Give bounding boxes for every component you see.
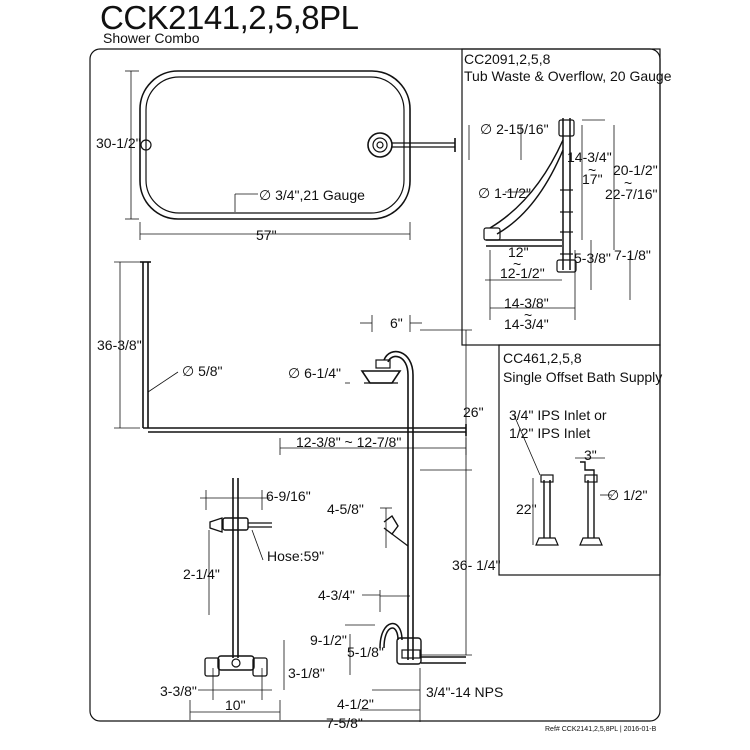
bath-supply-inlet-line2: 1/2" IPS Inlet <box>509 425 591 441</box>
enclosure-ring-inner <box>145 76 405 214</box>
dim-total-height-max: 22-7/16" <box>605 186 658 202</box>
dim-faucet-thread: 3/4"-14 NPS <box>426 684 504 700</box>
dim-enclosure-height: 30-1/2" <box>96 135 141 151</box>
dim-overflow-height-min: 14-3/4" <box>567 149 612 165</box>
dim-riser-tube: ∅ 5/8" <box>182 363 223 379</box>
dim-spout-offset: 5-1/8" <box>347 644 384 660</box>
page-title: CCK2141,2,5,8PL <box>100 0 359 36</box>
dim-supply-offset: 3" <box>584 447 597 463</box>
bath-supply-inlet-line1: 3/4" IPS Inlet or <box>509 407 607 423</box>
left-ring-bracket <box>140 139 152 151</box>
dim-width-min: 12" <box>508 244 529 260</box>
dim-approx-2: ~ <box>624 175 633 191</box>
dim-faucet-spread: 10" <box>225 697 246 713</box>
dim-tee-height-b: 7-1/8" <box>614 247 651 263</box>
dim-supply-height: 22" <box>516 501 537 517</box>
dim-riser-height: 36-3/8" <box>97 337 142 353</box>
dim-faucet-width-b: 3-1/8" <box>288 665 325 681</box>
dim-enclosure-tube: ∅ 3/4",21 Gauge <box>259 187 365 203</box>
dim-length-min: 14-3/8" <box>504 295 549 311</box>
bath-supply-panel <box>498 344 661 576</box>
dim-tee-height-a: 5-3/8" <box>574 250 611 266</box>
dim-total-height-min: 20-1/2" <box>613 162 658 178</box>
dim-enclosure-width: 57" <box>256 227 277 243</box>
dim-approx-3: ~ <box>513 256 522 272</box>
page-subtitle: Shower Combo <box>103 30 200 46</box>
dim-shower-arm-reach: 6" <box>390 315 403 331</box>
dim-supply-diameter: ∅ 1/2" <box>607 487 648 503</box>
bath-supply-model: CC461,2,5,8 <box>503 350 582 366</box>
dim-shower-height-36: 36- 1/4" <box>452 557 501 573</box>
bath-supply-description: Single Offset Bath Supply <box>503 369 663 385</box>
dim-spout-reach: 4-3/4" <box>318 587 355 603</box>
dim-approx-4: ~ <box>524 307 533 323</box>
dim-shower-span: 12-3/8" ~ 12-7/8" <box>296 434 402 450</box>
dim-pipe-diameter: ∅ 1-1/2" <box>478 185 531 201</box>
dim-faucet-width-a: 3-3/8" <box>160 683 197 699</box>
enclosure-ring-outer <box>139 70 411 220</box>
dim-shower-height-26: 26" <box>463 404 484 420</box>
tub-waste-description: Tub Waste & Overflow, 20 Gauge <box>464 68 672 84</box>
reference-number: Ref# CCK2141,2,5,8PL | 2016-01-B <box>545 726 657 733</box>
dim-length-max: 14-3/4" <box>504 316 549 332</box>
dim-faucet-drop: 2-1/4" <box>183 566 220 582</box>
dim-approx-1: ~ <box>588 162 597 178</box>
tub-waste-model: CC2091,2,5,8 <box>464 51 551 67</box>
wall-flange-outer <box>367 132 393 158</box>
dim-inlet-b: 7-5/8" <box>326 715 363 731</box>
dim-shower-bracket: 4-5/8" <box>327 501 364 517</box>
dim-faucet-hose: Hose:59" <box>267 548 325 564</box>
dim-drain-diameter: ∅ 2-15/16" <box>480 121 549 137</box>
wall-flange-inner <box>372 137 388 153</box>
dim-shower-head-diameter: ∅ 6-1/4" <box>288 365 341 381</box>
dim-overflow-height-max: 17" <box>582 171 603 187</box>
dim-spout-height: 9-1/2" <box>310 632 347 648</box>
dim-faucet-hook: 6-9/16" <box>266 488 311 504</box>
dim-inlet-a: 4-1/2" <box>337 696 374 712</box>
dim-width-max: 12-1/2" <box>500 265 545 281</box>
